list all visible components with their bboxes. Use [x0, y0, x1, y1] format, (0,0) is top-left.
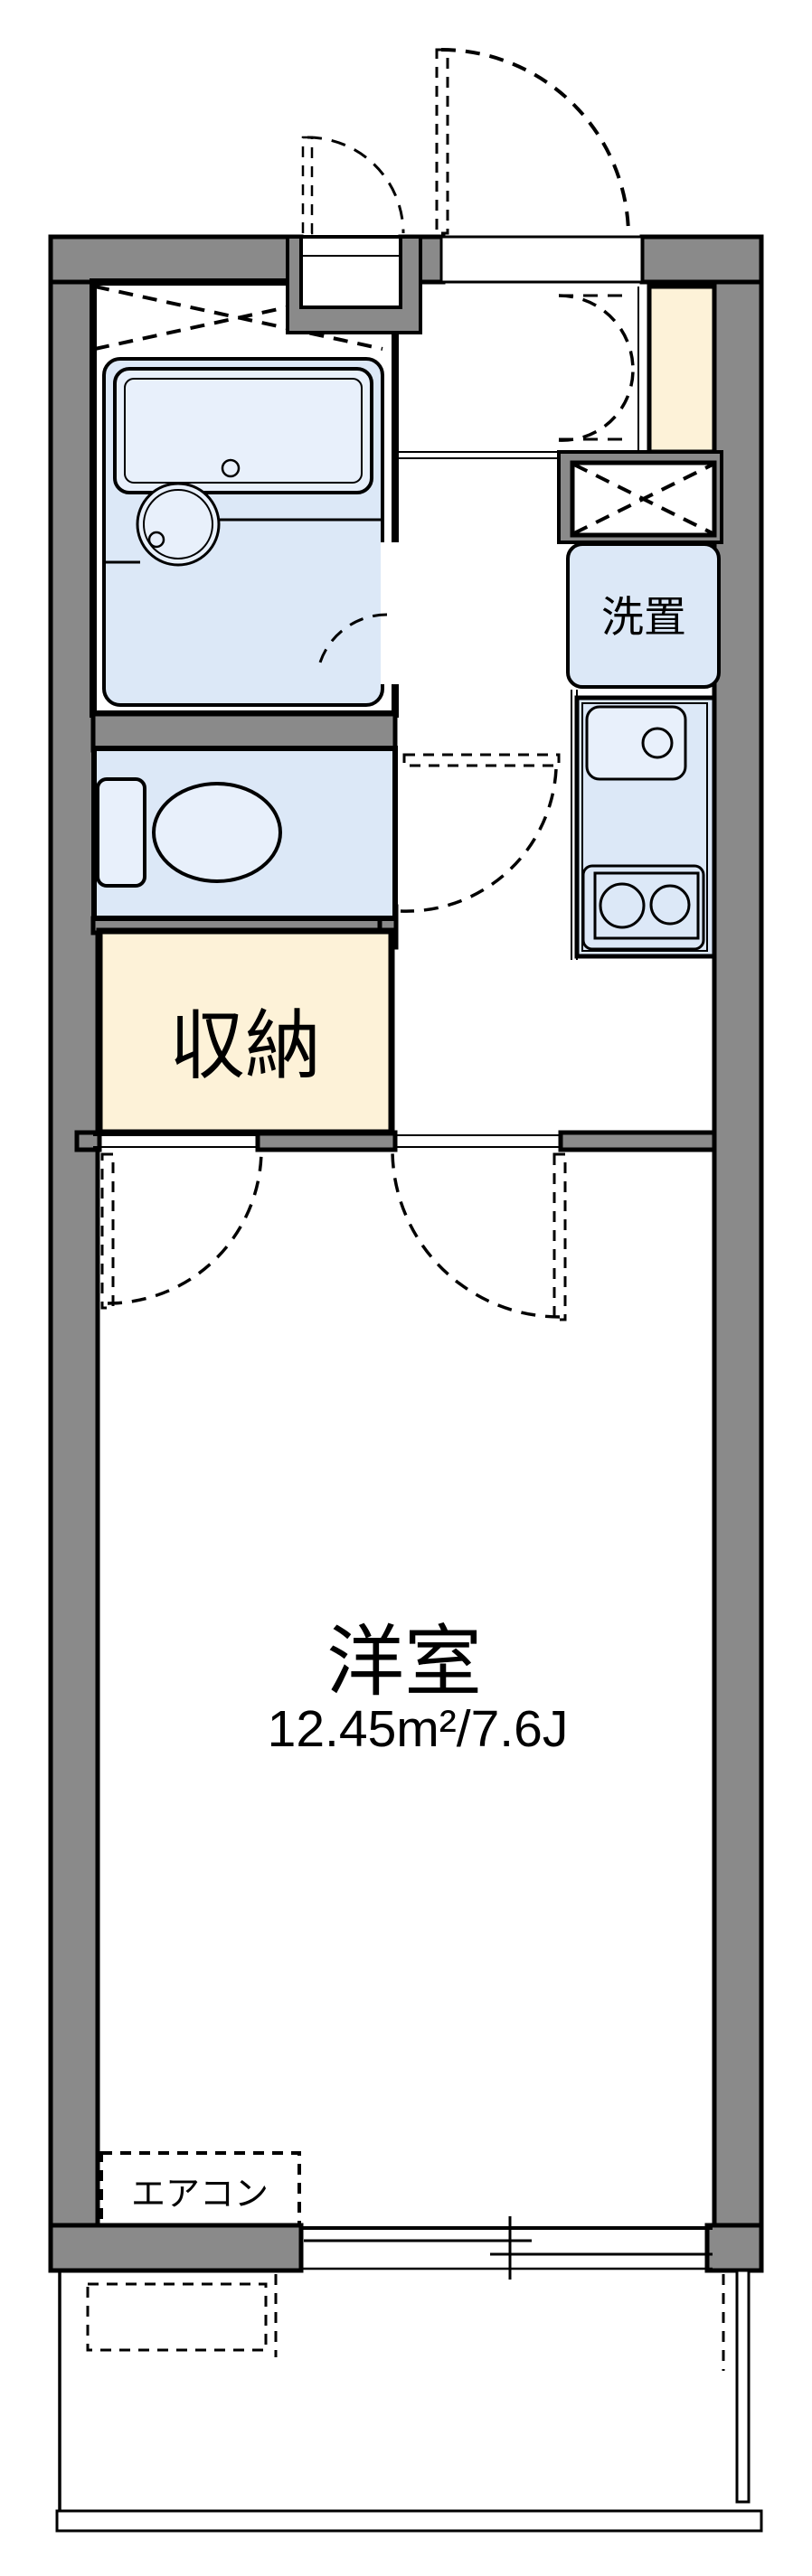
bathtub [113, 367, 373, 494]
bathroom [90, 278, 399, 718]
meter-box-door-panel[interactable] [301, 136, 314, 235]
entrance-door-panel[interactable] [435, 48, 449, 235]
balcony-divider-dashes [274, 2274, 725, 2371]
wall-top-right [639, 234, 764, 285]
meter-box-door-arc [307, 136, 405, 234]
balcony-right-rail [735, 2269, 751, 2504]
main-room-door [391, 1149, 567, 1321]
balcony [55, 2269, 763, 2533]
storage-room [96, 927, 395, 1310]
aircon-box [99, 2151, 301, 2227]
toilet-door-panel[interactable] [402, 753, 561, 767]
toilet-door-arc [400, 768, 558, 913]
washer-box [566, 542, 721, 689]
wall-bottom-left [48, 2223, 304, 2273]
balcony-equipment-box [86, 2282, 268, 2352]
entrance-doorway[interactable] [439, 235, 644, 284]
kitchen [571, 690, 717, 960]
wall-bottom-right [704, 2223, 764, 2273]
toilet-bowl [152, 782, 282, 883]
stove-burner-left-icon [599, 882, 646, 929]
wall-hall-room [558, 1130, 717, 1152]
toilet-room [91, 746, 561, 921]
kitchen-sink-drain-icon [641, 727, 674, 759]
bath-sink-drain-icon [147, 531, 165, 549]
washer-label: 洗置 [601, 593, 686, 641]
bathtub-inner [124, 378, 363, 484]
shoe-cabinet-door-dashes [559, 294, 631, 441]
main-room-door-arc [391, 1149, 561, 1319]
refrigerator-space [557, 450, 723, 544]
balcony-bottom-rail [55, 2509, 763, 2533]
stove-burner-right-icon [649, 884, 691, 926]
bath-sink-bowl [143, 489, 213, 559]
storage-room-label: 収納 [169, 1003, 321, 1088]
meter-box [286, 136, 422, 334]
wall-top-left [48, 234, 304, 285]
bathroom-door-arc[interactable] [318, 613, 388, 663]
main-room-door-panel[interactable] [552, 1152, 567, 1321]
bath-counter-lines [104, 518, 382, 564]
genkan-step-line [395, 451, 571, 459]
washer-space [566, 542, 721, 689]
kitchen-sink [585, 705, 687, 781]
aircon-unit [99, 2151, 301, 2227]
storage-room-floor [96, 927, 395, 1136]
aircon-label: エアコン [131, 2176, 269, 2214]
wall-stub-left [74, 1130, 102, 1152]
kitchen-unit-inner [581, 702, 708, 952]
entrance [435, 48, 644, 284]
main-room-window [301, 2216, 713, 2280]
wall-bath-toilet [90, 711, 398, 753]
main-room-label: 洋室 [326, 1619, 482, 1706]
bathtub-drain-icon [221, 458, 241, 478]
storage-door-panel[interactable] [100, 1152, 115, 1310]
main-room-area-label: 12.45m²/7.6J [268, 1700, 569, 1758]
shoe-cabinet-body [647, 284, 717, 455]
stove-top [593, 871, 700, 940]
meter-box-recess [299, 235, 402, 309]
shoe-cabinet [558, 284, 717, 455]
toilet-tank [96, 777, 146, 888]
bathroom-door-gap [381, 542, 399, 684]
refrigerator-x-mark [573, 463, 713, 535]
storage-door-arc [107, 1149, 263, 1305]
window-pane-lines[interactable] [304, 2239, 713, 2256]
entrance-door-arc [440, 48, 630, 234]
bath-sink [136, 482, 221, 567]
shoe-cabinet-bifold-arcs[interactable] [558, 294, 635, 442]
